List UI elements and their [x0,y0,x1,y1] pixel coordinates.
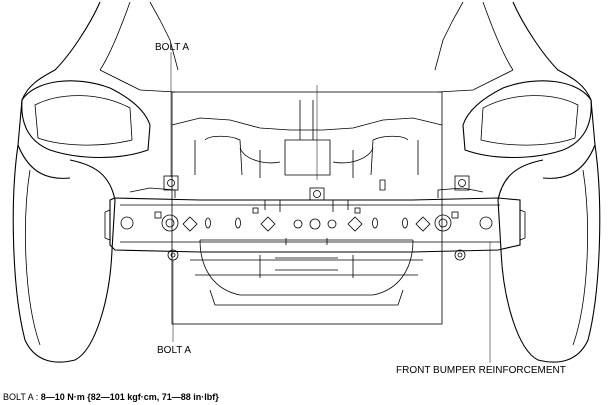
bolt-a-top-left [163,175,179,191]
leader-lines [170,52,491,363]
radiator-frame [171,91,443,325]
torque-spec-value: 8—10 N·m {82—101 kgf·cm, 71—88 in·lbf} [41,392,220,402]
bolt-a-bottom-label: BOLT A [157,345,191,356]
vehicle-body-outline [17,1,596,179]
bolt-a-bottom-right [454,249,466,261]
right-tire [497,144,601,363]
bolt-a-top-right [454,175,470,191]
front-bumper-reinforcement [104,187,526,253]
torque-spec: BOLT A : 8—10 N·m {82—101 kgf·cm, 71—88 … [3,392,219,402]
bolt-center [309,187,325,201]
bolt-a-top-label: BOLT A [155,42,189,53]
front-bumper-reinforcement-label: FRONT BUMPER REINFORCEMENT [396,365,566,376]
torque-spec-separator: : [33,392,41,402]
right-headlight [462,80,592,158]
left-tire [12,144,116,363]
left-headlight [21,80,151,158]
torque-spec-label: BOLT A [3,392,34,402]
